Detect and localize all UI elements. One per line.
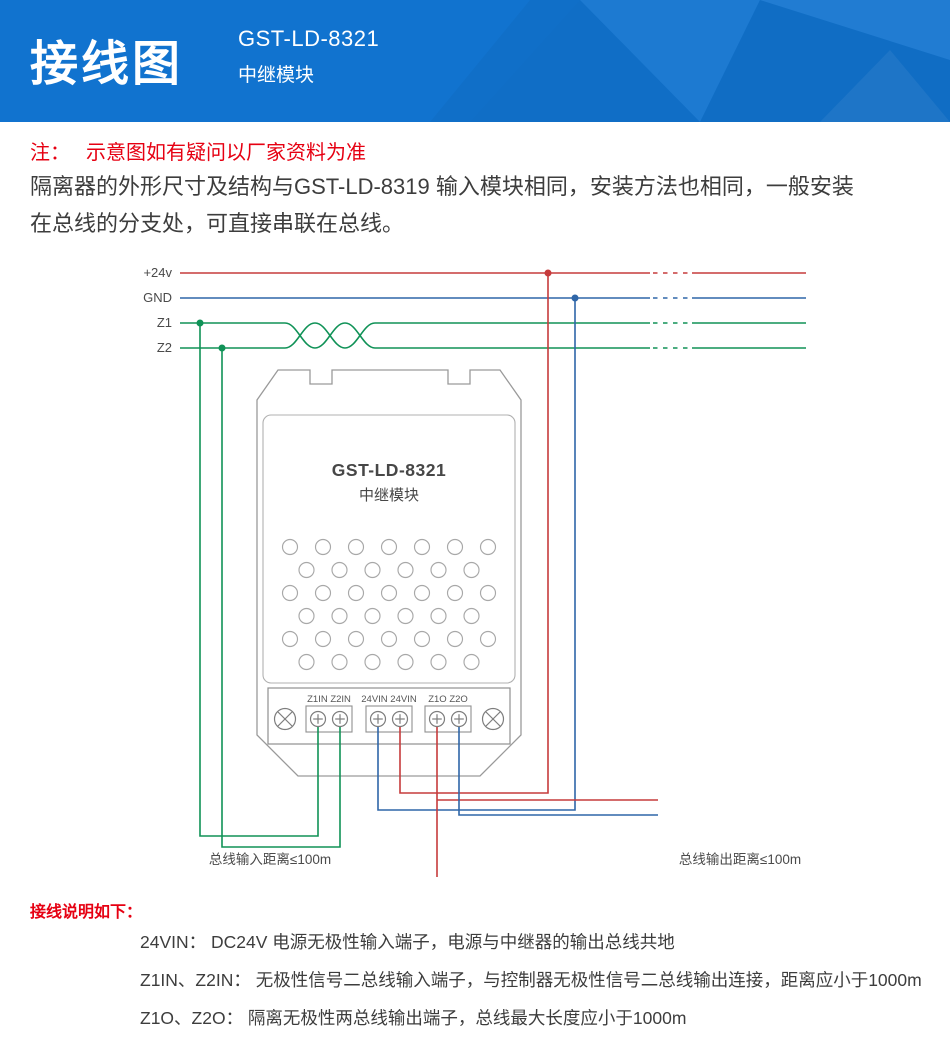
banner-pattern <box>0 0 950 122</box>
note-line: 注： 示意图如有疑问以厂家资料为准 <box>30 136 366 165</box>
bus-z2: Z2 <box>157 340 806 355</box>
terminal-labels-output: Z1O Z2O <box>428 694 468 705</box>
intro-line-2: 在总线的分支处，可直接串联在总线。 <box>30 211 405 236</box>
intro-paragraph: 隔离器的外形尺寸及结构与GST-LD-8319 输入模块相同，安装方法也相同，一… <box>30 168 935 242</box>
input-distance-label: 总线输入距离≤100m <box>209 851 331 867</box>
header-model: GST-LD-8321 <box>238 26 380 51</box>
banner-facet <box>820 50 950 122</box>
header-subtitle-block: GST-LD-8321 中继模块 <box>238 26 379 87</box>
wire-z2-input <box>221 348 341 848</box>
terminal-strip <box>267 687 511 745</box>
output-distance-label: 总线输出距离≤100m <box>679 851 801 867</box>
module-outline <box>256 369 522 777</box>
corner-screws <box>273 707 505 731</box>
wires <box>199 273 658 877</box>
instruction-item-z1o-z2o: Z1O、Z2O： 隔离无极性两总线输出端子，总线最大长度应小于1000m <box>140 1008 687 1028</box>
intro-line-1: 隔离器的外形尺寸及结构与GST-LD-8319 输入模块相同，安装方法也相同，一… <box>30 174 854 199</box>
wire-gnd-supply <box>377 298 576 811</box>
bus-label-z1: Z1 <box>157 315 172 330</box>
bus-label-z2: Z2 <box>157 340 172 355</box>
bus-z1: Z1 <box>157 315 806 330</box>
wire-z1-input <box>199 323 319 837</box>
terminal-pair-box-output <box>424 705 472 733</box>
banner-facet <box>470 0 700 122</box>
vent-holes <box>281 538 497 671</box>
header-module-type: 中继模块 <box>238 65 315 86</box>
terminal-labels-power: 24VIN 24VIN <box>361 694 417 705</box>
bus-gnd: GND <box>143 290 806 305</box>
bus-label-24v: +24v <box>143 265 172 280</box>
banner-facet <box>580 0 760 122</box>
banner-background <box>0 0 950 122</box>
banner-facet <box>700 0 950 122</box>
instructions-heading: 接线说明如下： <box>30 904 143 921</box>
instruction-item-z1in-z2in: Z1IN、Z2IN： 无极性信号二总线输入端子，与控制器无极性信号二总线输出连接… <box>140 970 922 990</box>
terminal-pair-box-input <box>305 705 353 733</box>
header-banner: 接线图 GST-LD-8321 中继模块 <box>0 0 950 122</box>
wire-z1-output <box>436 727 658 877</box>
bus-label-gnd: GND <box>143 290 172 305</box>
module-inner-panel <box>262 414 516 684</box>
module-name: GST-LD-8321 <box>332 460 446 480</box>
page-title: 接线图 <box>30 38 184 91</box>
terminal-pair-box-power <box>365 705 413 733</box>
terminal-labels-input: Z1IN Z2IN <box>307 694 351 705</box>
module-type: 中继模块 <box>359 487 419 504</box>
note-label: 注： <box>30 142 70 164</box>
instruction-item-24vin: 24VIN： DC24V 电源无极性输入端子，电源与中继器的输出总线共地 <box>140 932 675 952</box>
wiring-diagram: +24v GND Z1 Z2 GST-LD-83 <box>143 265 806 877</box>
twisted-pair <box>284 322 376 349</box>
screw-terminals <box>309 710 468 728</box>
wire-z2-output <box>458 727 658 816</box>
wire-24v-supply <box>399 273 549 794</box>
note-text: 示意图如有疑问以厂家资料为准 <box>86 142 366 164</box>
twisted-pair-strand-b <box>284 322 376 349</box>
instructions-list: 24VIN： DC24V 电源无极性输入端子，电源与中继器的输出总线共地 Z1I… <box>140 930 922 1044</box>
relay-module: GST-LD-8321 中继模块 Z1IN Z2IN 24VIN 24VIN Z… <box>256 369 522 777</box>
bus-24v: +24v <box>143 265 806 280</box>
banner-facet <box>760 0 950 60</box>
